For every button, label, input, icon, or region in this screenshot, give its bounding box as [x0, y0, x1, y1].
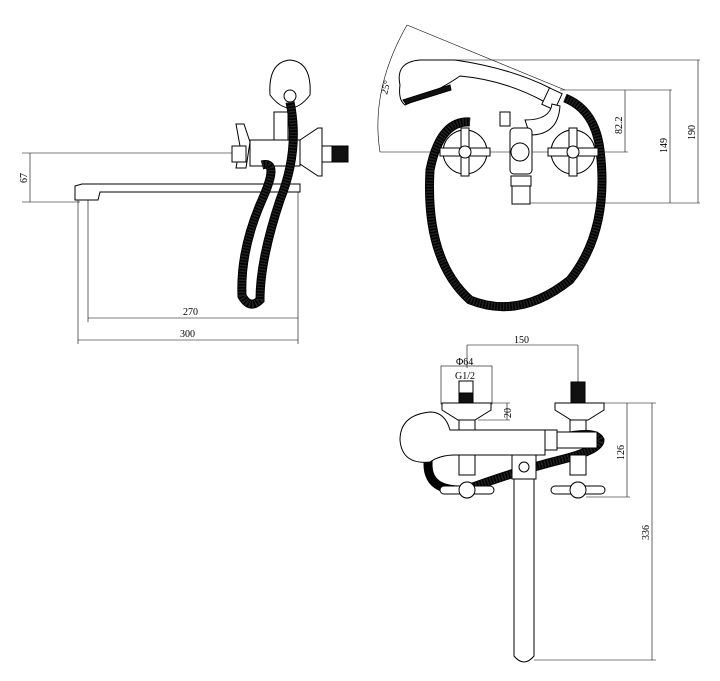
side-view: 67 270 300 [19, 59, 349, 344]
dim-149: 149 [659, 138, 670, 153]
dim-190: 190 [687, 125, 698, 140]
front-view: 25° 82.2 149 190 [377, 24, 700, 312]
top-view: 150 Φ64 G1/2 20 [399, 335, 656, 663]
dim-20: 20 [503, 408, 514, 418]
dim-150: 150 [514, 335, 529, 346]
dim-300: 300 [180, 329, 195, 340]
dim-thread: G1/2 [455, 371, 475, 382]
dim-angle: 25° [379, 79, 393, 95]
dim-126: 126 [616, 445, 627, 460]
dim-270: 270 [183, 307, 198, 318]
dim-67: 67 [19, 173, 30, 183]
dim-82-2: 82.2 [614, 117, 625, 135]
dim-phi64: Φ64 [456, 357, 473, 368]
dim-336: 336 [641, 525, 652, 540]
